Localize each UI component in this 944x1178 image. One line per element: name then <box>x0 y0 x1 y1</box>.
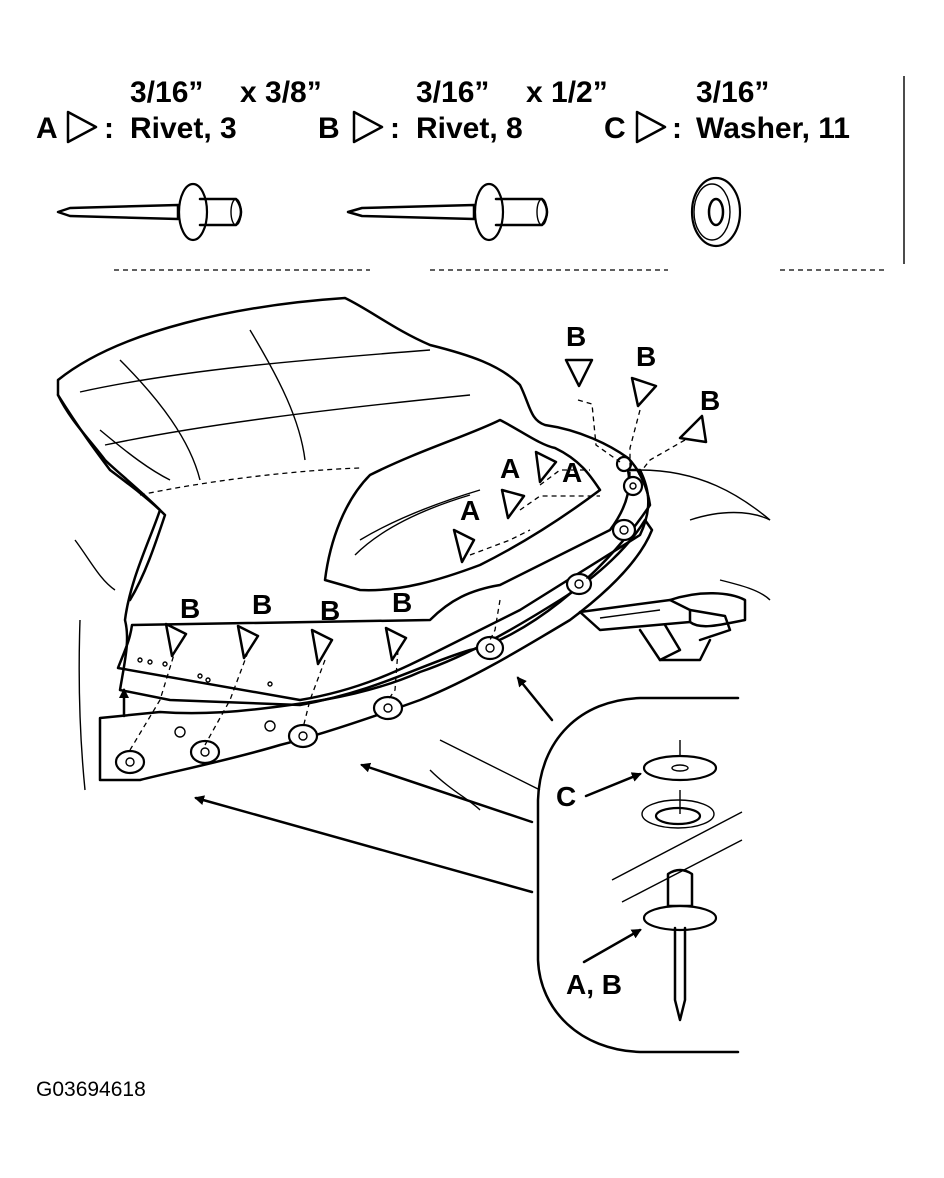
rear-window-opening <box>323 418 602 592</box>
legend-item-a: A : 3/16” x 3/8” Rivet, 3 <box>36 76 322 242</box>
legend-b-colon: : <box>390 112 400 145</box>
legend-b-letter: B <box>318 112 340 145</box>
legend-c-size: 3/16” <box>696 76 769 109</box>
legend-c-letter: C <box>604 112 626 145</box>
legend-c-label: Washer, 11 <box>696 112 850 145</box>
legend-a-colon: : <box>104 112 114 145</box>
callout-a-label: A <box>460 495 480 526</box>
triangle-marker-icon <box>384 626 408 662</box>
rail-holes <box>137 657 276 738</box>
rivet-head-icon <box>189 739 221 765</box>
legend-item-c: C : 3/16” Washer, 11 <box>604 76 850 248</box>
washer-detail-icon <box>641 740 718 829</box>
rivet-head-icon <box>475 635 505 661</box>
callout-b-label: B <box>566 321 586 352</box>
triangle-marker-icon <box>678 414 708 444</box>
triangle-marker-icon <box>534 450 558 484</box>
callout-a-label: A <box>562 457 582 488</box>
rivet-head-icon <box>615 455 633 473</box>
pointer-arrow-icon <box>516 676 554 722</box>
legend-a-letter: A <box>36 112 58 145</box>
callouts: B B B A A A B B B B <box>164 321 720 666</box>
outer-rail <box>98 518 654 782</box>
soft-top-assembly: B B B A A A B B B B <box>56 296 771 811</box>
pointer-arrow-icon <box>582 928 642 964</box>
callout-b-label: B <box>700 385 720 416</box>
rivet-head-icon <box>114 749 146 775</box>
pointer-arrow-icon <box>194 795 534 894</box>
pointer-arrow-icon <box>584 772 642 798</box>
legend-a-label: Rivet, 3 <box>130 112 237 145</box>
callout-b-label: B <box>180 593 200 624</box>
triangle-marker-icon <box>630 376 658 408</box>
detail-washer-label: C <box>556 781 576 812</box>
inner-rail <box>116 468 650 702</box>
callout-a-label: A <box>500 453 520 484</box>
legend-a-size: 3/16” <box>130 76 203 109</box>
roof-cover-outline <box>56 296 652 707</box>
rivet-head-icon <box>372 695 404 721</box>
triangle-marker-icon <box>310 628 334 666</box>
rivet-head-icon <box>611 518 637 542</box>
cover-front-fold <box>56 393 167 602</box>
rail-rivets <box>114 455 644 775</box>
callout-b-label: B <box>320 595 340 626</box>
figure-id: G03694618 <box>36 1078 146 1101</box>
callout-b-label: B <box>252 589 272 620</box>
triangle-marker-icon <box>500 488 526 520</box>
triangle-marker-icon <box>236 624 260 660</box>
leader-lines <box>129 399 686 751</box>
rivet-b-icon <box>346 182 549 242</box>
callout-b-label: B <box>392 587 412 618</box>
rivet-detail-icon <box>642 868 718 1022</box>
detail-inset: C A, B <box>194 676 743 1054</box>
callout-b-label: B <box>636 341 656 372</box>
washer-c-icon <box>690 176 742 248</box>
detail-rivet-label: A, B <box>566 969 622 1000</box>
legend-a-length: x 3/8” <box>240 76 322 109</box>
rivet-head-icon <box>287 723 319 749</box>
legend-b-length: x 1/2” <box>526 76 608 109</box>
rivet-gun-icon <box>578 579 771 662</box>
triangle-marker-icon <box>66 110 98 144</box>
legend: A : 3/16” x 3/8” Rivet, 3 B : 3/16” x 1/… <box>36 76 905 271</box>
triangle-marker-icon <box>352 110 384 144</box>
pointer-arrow-icon <box>360 762 534 824</box>
legend-b-label: Rivet, 8 <box>416 112 523 145</box>
legend-b-size: 3/16” <box>416 76 489 109</box>
triangle-marker-icon <box>452 528 476 564</box>
rivet-head-icon <box>622 475 644 497</box>
legend-c-colon: : <box>672 112 682 145</box>
rivet-a-icon <box>56 182 243 242</box>
triangle-marker-icon <box>164 622 188 658</box>
triangle-marker-icon <box>635 110 667 144</box>
triangle-marker-icon <box>564 358 594 388</box>
inset-frame <box>536 696 740 1054</box>
rivet-head-icon <box>565 572 593 596</box>
legend-item-b: B : 3/16” x 1/2” Rivet, 8 <box>318 76 608 242</box>
